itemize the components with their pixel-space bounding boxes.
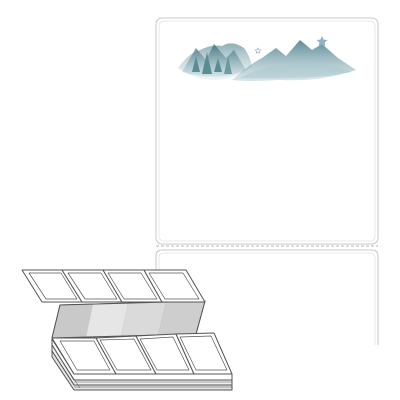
tree-icon [192,52,232,74]
star-icon [254,36,328,54]
mountain-illustration [178,36,356,81]
label-next-inner [158,252,376,345]
fanfold-top-row [21,269,206,303]
stack-edge [51,338,233,391]
label-next-outline [155,249,379,345]
fanfold-bottom-row [51,332,233,375]
label-main-inner [158,20,376,242]
